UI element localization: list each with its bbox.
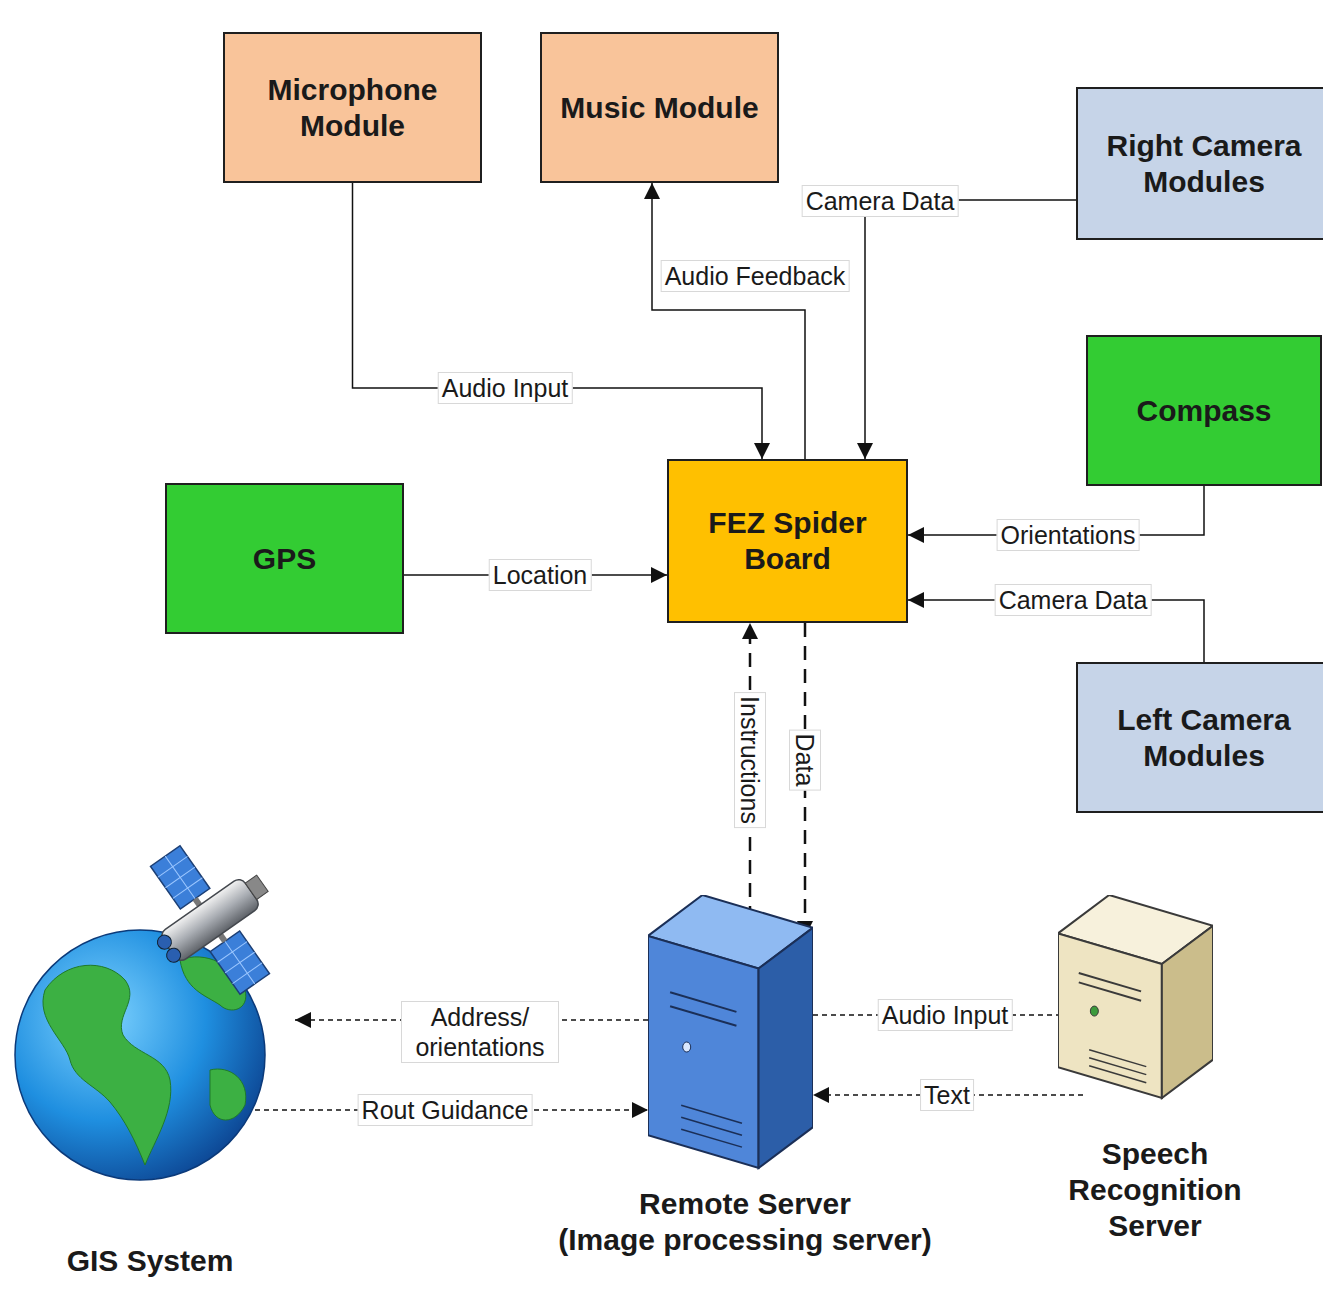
- node-label: Speech Recognition Server: [1040, 1136, 1270, 1244]
- connector-label: Audio Input: [878, 999, 1013, 1031]
- node-text-group: Speech Recognition Server: [1040, 1136, 1270, 1244]
- server-icon: [648, 895, 813, 1170]
- camera-module-box: Left Camera Modules: [1076, 662, 1323, 813]
- remote-server-node: Remote Server(Image processing server): [545, 893, 945, 1288]
- node-text-group: Music Module: [560, 90, 758, 126]
- node-text-group: Left Camera Modules: [1078, 702, 1323, 774]
- sensor-box: GPS: [165, 483, 404, 634]
- node-label: Music Module: [560, 90, 758, 126]
- server-icon: [1058, 895, 1213, 1100]
- signal-connector: [652, 183, 805, 459]
- connector-label: Orientations: [997, 519, 1140, 551]
- connector-label: Address/ orientations: [401, 1001, 559, 1063]
- node-text-group: Microphone Module: [225, 72, 480, 144]
- node-text-group: Right Camera Modules: [1078, 128, 1323, 200]
- node-label: Right Camera Modules: [1078, 128, 1323, 200]
- connector-label: Audio Input: [438, 372, 573, 404]
- connector-label: Instructions: [734, 692, 766, 828]
- signal-connector: [865, 200, 1076, 459]
- node-text-group: GIS System: [0, 1243, 300, 1279]
- camera-module-box: Right Camera Modules: [1076, 87, 1323, 240]
- node-label: Left Camera Modules: [1078, 702, 1323, 774]
- speech-server-node: Speech Recognition Server: [1040, 893, 1270, 1293]
- connector-label: Rout Guidance: [358, 1094, 533, 1126]
- globe-satellite-icon: [5, 840, 295, 1195]
- node-label: Compass: [1136, 393, 1271, 429]
- signal-connector: [353, 183, 763, 459]
- sensor-box: Compass: [1086, 335, 1322, 486]
- audio-module-box: Music Module: [540, 32, 779, 183]
- node-label: Remote Server: [545, 1186, 945, 1222]
- connector-label: Location: [489, 559, 592, 591]
- node-text-group: GPS: [253, 541, 316, 577]
- node-text-group: FEZ Spider Board: [669, 505, 906, 577]
- node-text-group: Remote Server(Image processing server): [545, 1186, 945, 1258]
- node-text-group: Compass: [1136, 393, 1271, 429]
- connector-label: Data: [789, 730, 821, 791]
- connector-label: Camera Data: [802, 185, 959, 217]
- node-label: GIS System: [0, 1243, 300, 1279]
- node-label: GPS: [253, 541, 316, 577]
- node-label: FEZ Spider Board: [669, 505, 906, 577]
- controller-board-box: FEZ Spider Board: [667, 459, 908, 623]
- gis-system-node: GIS System: [0, 835, 300, 1290]
- connector-label: Text: [920, 1079, 974, 1111]
- node-label: (Image processing server): [545, 1222, 945, 1258]
- node-label: Microphone Module: [225, 72, 480, 144]
- connector-label: Camera Data: [995, 584, 1152, 616]
- connector-label: Audio Feedback: [661, 260, 850, 292]
- audio-module-box: Microphone Module: [223, 32, 482, 183]
